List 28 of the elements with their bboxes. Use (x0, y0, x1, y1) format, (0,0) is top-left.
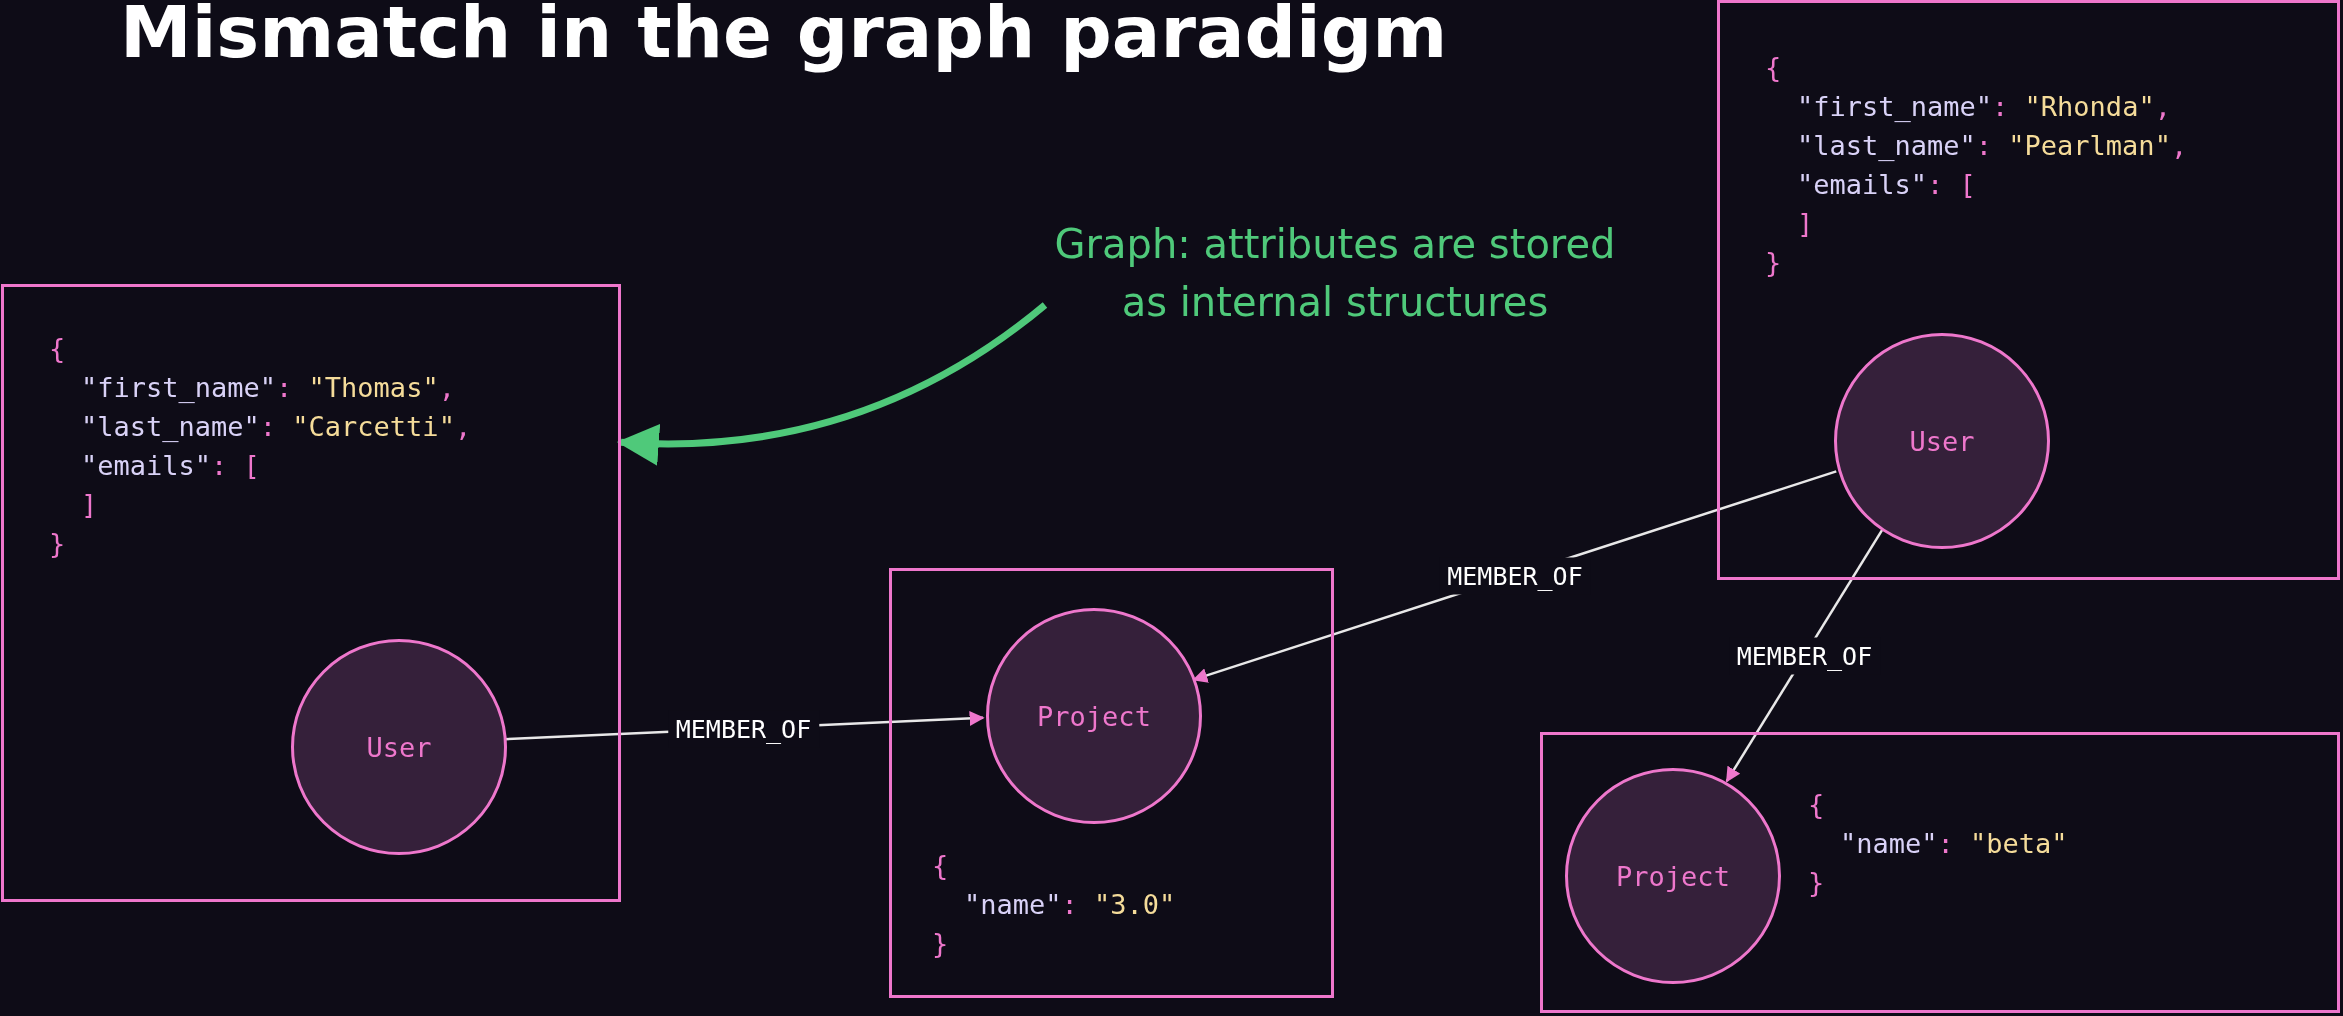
annotation-text: Graph: attributes are stored as internal structures (1045, 215, 1625, 340)
code-line: } (49, 527, 66, 561)
code-line: } (1808, 866, 1825, 900)
node-label: Project (1037, 700, 1151, 732)
code-line: { (932, 849, 949, 883)
document-box (1, 284, 621, 902)
node-label: User (1909, 425, 1975, 457)
code-line: "name": "beta" (1840, 827, 2068, 861)
code-line: "emails": [ (81, 449, 260, 483)
document-box (1717, 0, 2340, 580)
document-box (889, 568, 1334, 998)
code-line: "first_name": "Rhonda", (1797, 90, 2171, 124)
code-line: { (49, 332, 66, 366)
code-line: "last_name": "Carcetti", (81, 410, 472, 444)
code-line: "first_name": "Thomas", (81, 371, 455, 405)
code-line: "emails": [ (1797, 168, 1976, 202)
title: Mismatch in the graph paradigm (120, 0, 1448, 74)
code-line: } (1765, 246, 1782, 280)
code-line: ] (81, 488, 98, 522)
code-line: } (932, 927, 949, 961)
node-label: User (366, 731, 432, 763)
code-line: ] (1797, 207, 1814, 241)
code-line: { (1808, 788, 1825, 822)
document-box (1540, 732, 2340, 1013)
code-line: "name": "3.0" (964, 888, 1176, 922)
code-line: "last_name": "Pearlman", (1797, 129, 2188, 163)
code-line: { (1765, 51, 1782, 85)
node-label: Project (1616, 860, 1730, 892)
